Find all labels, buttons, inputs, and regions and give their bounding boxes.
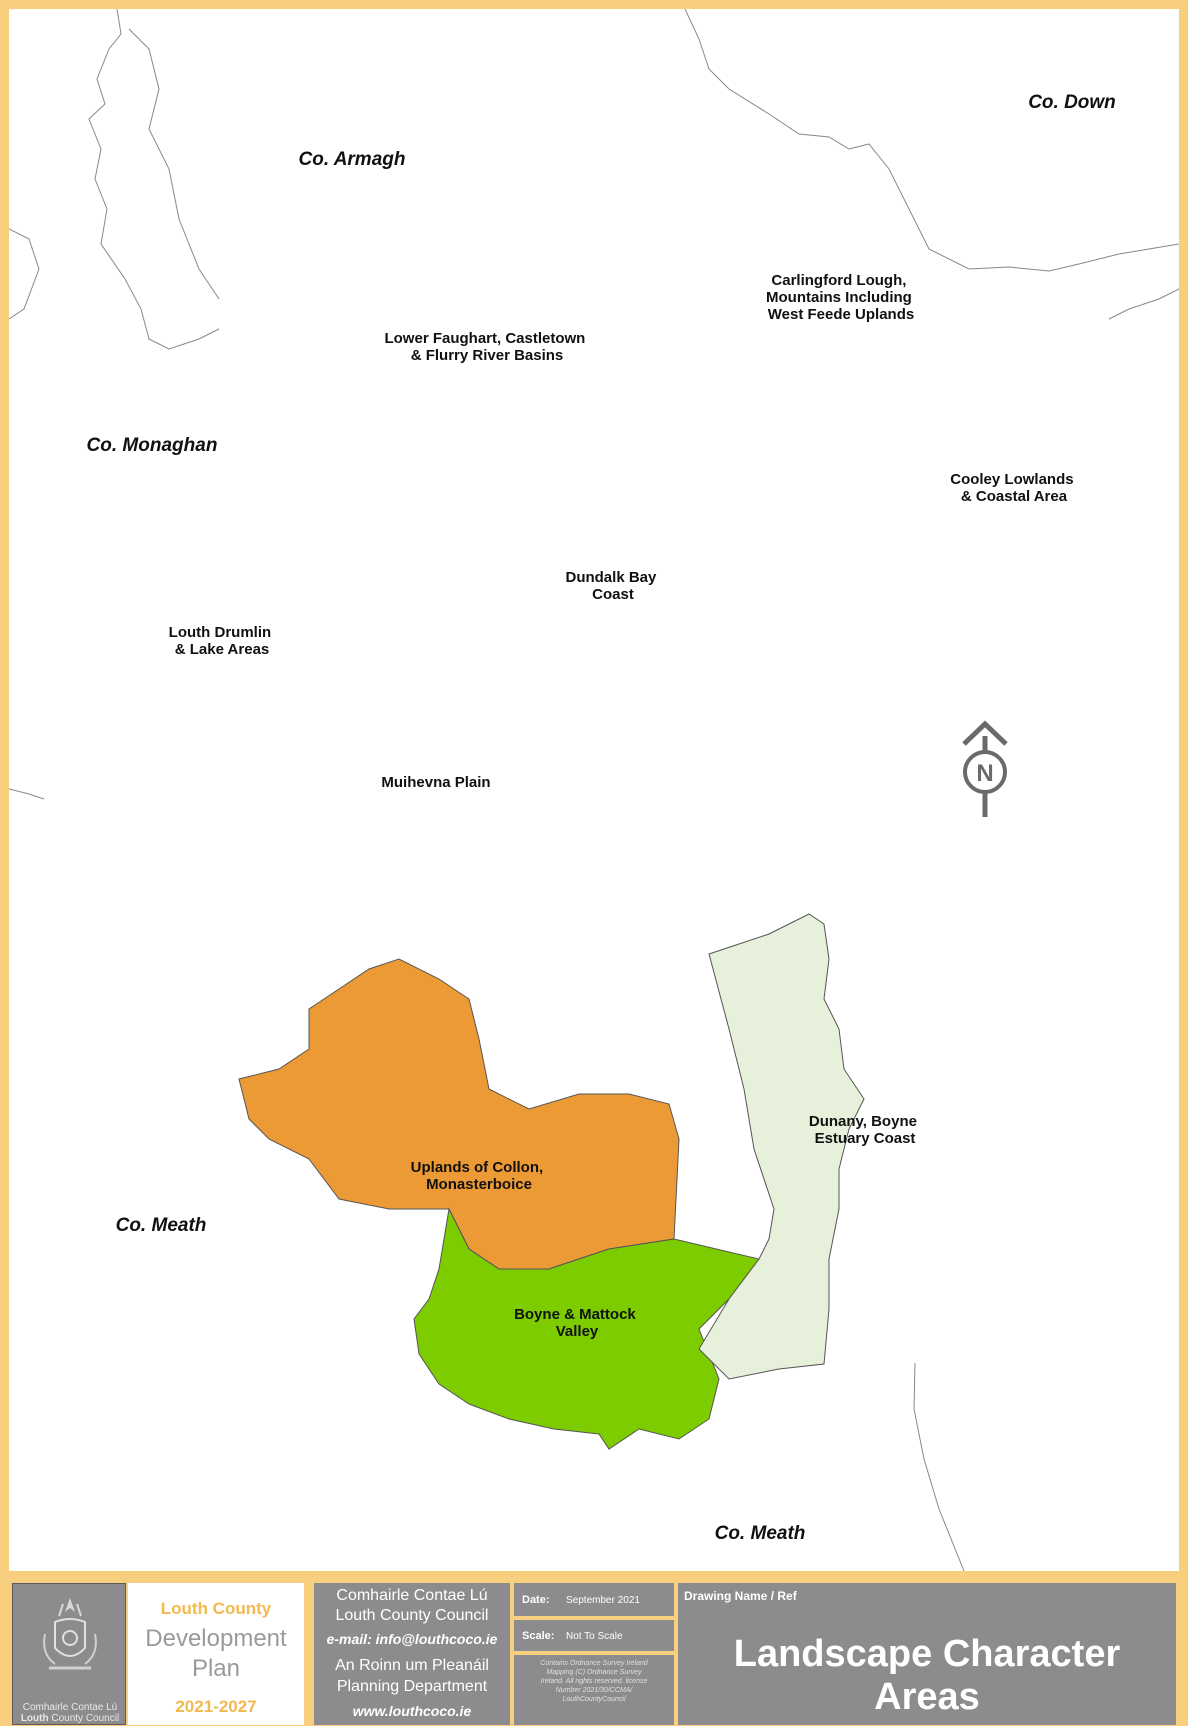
copyright-text: Contains Ordnance Survey Ireland Mapping… [540,1660,648,1703]
label-boyne-mattock: Boyne & Mattock Valley [514,1306,640,1340]
region-uplands-collon [238,958,680,1270]
department-irish: An Roinn um Pleanáil [335,1657,489,1674]
scale-label: Scale: [522,1630,555,1642]
copyright-box: Contains Ordnance Survey Ireland Mapping… [514,1655,674,1725]
map-canvas: N Lower Faughart, Castletown & Flurry Ri… [9,9,1179,1571]
scale-value: Not To Scale [566,1631,623,1642]
logo-text-irish: Comhairle Contae Lú [22,1702,118,1713]
boundary-down [684,9,1179,272]
drawing-name-label: Drawing Name / Ref [684,1589,797,1603]
boundary-meath-west [9,788,45,800]
boundary-meath-south [913,1362,965,1571]
north-arrow-label: N [976,760,993,787]
region-shapes [238,913,865,1450]
region-labels: Lower Faughart, Castletown & Flurry Rive… [169,272,1078,1340]
drawing-title: Landscape Character Areas [733,1633,1121,1718]
county-meath-west: Co. Meath [116,1215,207,1236]
scale-box: Scale: Not To Scale [514,1620,674,1651]
logo-text-english: Louth County Council [20,1713,120,1724]
landscape-map: N Lower Faughart, Castletown & Flurry Ri… [9,9,1179,1571]
council-crest-icon [43,1598,97,1670]
council-name-english: Louth County Council [335,1607,489,1624]
region-dunany-boyne [698,913,865,1380]
boundary-armagh-monaghan [88,9,220,350]
date-label: Date: [522,1594,550,1606]
boundary-west-edge [9,228,40,320]
council-logo-panel: Comhairle Contae Lú Louth County Council [12,1583,126,1725]
plan-development: Development [145,1625,287,1652]
development-plan-panel: Louth County Development Plan 2021-2027 [128,1583,304,1725]
council-website[interactable]: www.louthcoco.ie [352,1703,472,1719]
label-cooley: Cooley Lowlands & Coastal Area [950,471,1078,505]
council-name-irish: Comhairle Contae Lú [336,1587,488,1604]
label-uplands-collon: Uplands of Collon, Monasterboice [411,1159,548,1193]
drawing-meta-panel: Date: September 2021 Scale: Not To Scale… [514,1583,674,1725]
council-email[interactable]: e-mail: info@louthcoco.ie [326,1631,498,1647]
council-contact-panel: Comhairle Contae Lú Louth County Council… [314,1583,510,1725]
label-louth-drumlin: Louth Drumlin & Lake Areas [169,624,276,658]
county-monaghan: Co. Monaghan [87,435,218,456]
plan-word: Plan [191,1655,241,1682]
title-block: Comhairle Contae Lú Louth County Council… [9,1580,1179,1726]
date-value: September 2021 [566,1595,640,1606]
county-labels: Co. Armagh Co. Down Co. Monaghan Co. Mea… [87,92,1116,1544]
label-muihevna: Muihevna Plain [381,774,490,791]
department-english: Planning Department [336,1678,488,1695]
boundary-down-east [1108,288,1179,320]
label-carlingford: Carlingford Lough, Mountains Including W… [766,272,916,323]
label-dunany: Dunany, Boyne Estuary Coast [809,1113,921,1147]
region-boyne-mattock [413,1207,760,1450]
north-arrow: N [962,720,1008,817]
plan-years: 2021-2027 [175,1697,257,1716]
county-down: Co. Down [1028,92,1116,113]
neighbour-boundaries [9,9,1179,1571]
label-lower-faughart: Lower Faughart, Castletown & Flurry Rive… [384,330,589,364]
county-meath-south: Co. Meath [715,1523,806,1544]
label-dundalk-bay: Dundalk Bay Coast [565,569,660,603]
boundary-armagh-east [128,28,220,300]
plan-county: Louth County [160,1599,272,1618]
drawing-title-panel: Drawing Name / Ref Landscape Character A… [678,1583,1176,1725]
date-box: Date: September 2021 [514,1583,674,1616]
county-armagh: Co. Armagh [299,149,406,170]
